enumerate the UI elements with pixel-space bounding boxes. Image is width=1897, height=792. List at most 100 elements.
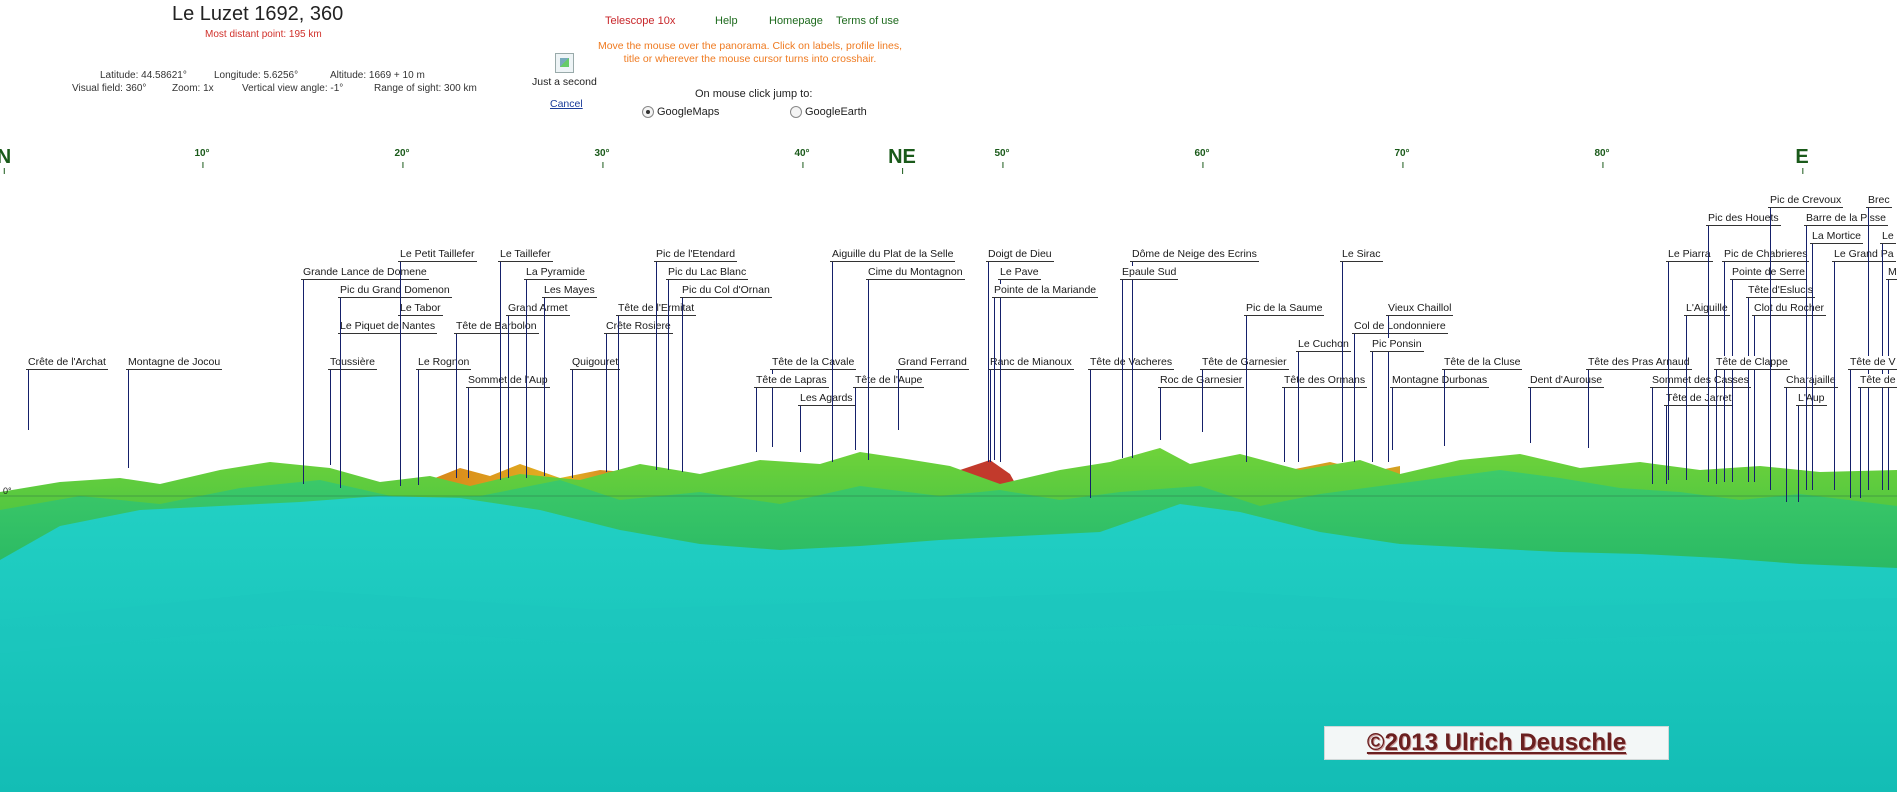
peak-label[interactable]: Pic du Lac Blanc bbox=[666, 266, 749, 280]
peak-pole[interactable] bbox=[855, 388, 856, 450]
peak-label[interactable]: Crête de l'Archat bbox=[26, 356, 108, 370]
peak-pole[interactable] bbox=[400, 262, 401, 480]
peak-pole[interactable] bbox=[1812, 244, 1813, 490]
peak-pole[interactable] bbox=[988, 262, 989, 462]
peak-label[interactable]: Sommet des Casses bbox=[1650, 374, 1751, 388]
peak-label[interactable]: Tête de l'Aupe bbox=[853, 374, 925, 388]
peak-label[interactable]: Tête de V bbox=[1848, 356, 1897, 370]
peak-pole[interactable] bbox=[1686, 316, 1687, 480]
peak-label[interactable]: Montagne de Jocou bbox=[126, 356, 223, 370]
peak-pole[interactable] bbox=[1868, 208, 1869, 490]
peak-pole[interactable] bbox=[1770, 208, 1771, 490]
peak-pole[interactable] bbox=[1716, 370, 1717, 484]
peak-pole[interactable] bbox=[1372, 352, 1373, 462]
panorama-terrain[interactable]: 0° bbox=[0, 440, 1897, 792]
peak-label[interactable]: Le Petit Taillefer bbox=[398, 248, 477, 262]
peak-label[interactable]: Pic de la Saume bbox=[1244, 302, 1325, 316]
peak-pole[interactable] bbox=[418, 370, 419, 485]
peak-label[interactable]: La Pyramide bbox=[524, 266, 587, 280]
peak-pole[interactable] bbox=[1392, 388, 1393, 450]
peak-pole[interactable] bbox=[1732, 280, 1733, 482]
peak-pole[interactable] bbox=[656, 262, 657, 470]
peak-label[interactable]: Dôme de Neige des Ecrins bbox=[1130, 248, 1259, 262]
peak-pole[interactable] bbox=[668, 280, 669, 470]
googleearth-radio[interactable]: GoogleEarth bbox=[790, 106, 867, 118]
peak-label[interactable]: Tête de Garnesier bbox=[1200, 356, 1289, 370]
peak-label[interactable]: Le Grand Pa bbox=[1832, 248, 1896, 262]
peak-label[interactable]: Le Pave bbox=[998, 266, 1041, 280]
peak-pole[interactable] bbox=[303, 280, 304, 484]
peak-pole[interactable] bbox=[1786, 388, 1787, 502]
peak-pole[interactable] bbox=[1724, 262, 1725, 482]
peak-label[interactable]: Pic des Houets bbox=[1706, 212, 1781, 226]
peak-label[interactable]: L'Aup bbox=[1796, 392, 1827, 406]
peak-pole[interactable] bbox=[508, 316, 509, 478]
peak-pole[interactable] bbox=[898, 370, 899, 430]
peak-label[interactable]: Pic de l'Etendard bbox=[654, 248, 738, 262]
peak-label[interactable]: Tête de Jarret bbox=[1664, 392, 1734, 406]
peak-label[interactable]: Pointe de la Mariande bbox=[992, 284, 1099, 298]
googlemaps-radio[interactable]: GoogleMaps bbox=[642, 106, 719, 118]
peak-label[interactable]: Tête des Ormans bbox=[1282, 374, 1368, 388]
peak-label[interactable]: L'Aiguille bbox=[1684, 302, 1730, 316]
peak-label[interactable]: Toussière bbox=[328, 356, 377, 370]
peak-pole[interactable] bbox=[1202, 370, 1203, 432]
peak-label[interactable]: Dent d'Aurouse bbox=[1528, 374, 1605, 388]
peak-label[interactable]: Tête d'Eslucis bbox=[1746, 284, 1816, 298]
peak-pole[interactable] bbox=[756, 388, 757, 452]
peak-pole[interactable] bbox=[618, 316, 619, 470]
peak-label[interactable]: Tête de Clappe bbox=[1714, 356, 1790, 370]
peak-pole[interactable] bbox=[606, 334, 607, 472]
help-link[interactable]: Help bbox=[715, 15, 738, 27]
peak-pole[interactable] bbox=[1122, 280, 1123, 458]
peak-label[interactable]: Col de Londonniere bbox=[1352, 320, 1448, 334]
peak-pole[interactable] bbox=[1298, 352, 1299, 462]
peak-label[interactable]: Pic Ponsin bbox=[1370, 338, 1424, 352]
peak-label[interactable]: Montagne Durbonas bbox=[1390, 374, 1490, 388]
peak-label[interactable]: Le Sirac bbox=[1340, 248, 1383, 262]
peak-pole[interactable] bbox=[1834, 262, 1835, 490]
cancel-link[interactable]: Cancel bbox=[550, 98, 583, 110]
peak-pole[interactable] bbox=[1530, 388, 1531, 443]
peak-pole[interactable] bbox=[500, 262, 501, 480]
peak-label[interactable]: La Mortice bbox=[1810, 230, 1864, 244]
telescope-link[interactable]: Telescope 10x bbox=[605, 15, 676, 27]
peak-pole[interactable] bbox=[1666, 406, 1667, 484]
homepage-link[interactable]: Homepage bbox=[769, 15, 823, 27]
peak-label[interactable]: Le Taillefer bbox=[498, 248, 553, 262]
peak-label[interactable]: Tête de la Cavale bbox=[770, 356, 857, 370]
peak-pole[interactable] bbox=[1850, 370, 1851, 498]
peak-pole[interactable] bbox=[1806, 226, 1807, 490]
peak-pole[interactable] bbox=[1444, 370, 1445, 446]
peak-label[interactable]: Tête de la Cluse bbox=[1442, 356, 1523, 370]
peak-pole[interactable] bbox=[800, 406, 801, 452]
peak-label[interactable]: Les Mayes bbox=[542, 284, 597, 298]
peak-pole[interactable] bbox=[340, 298, 341, 482]
peak-label[interactable]: Grand Ferrand bbox=[896, 356, 969, 370]
peak-label[interactable]: Pic de Crevoux bbox=[1768, 194, 1844, 208]
peak-pole[interactable] bbox=[1798, 406, 1799, 502]
peak-label[interactable]: Quigouret bbox=[570, 356, 621, 370]
peak-label[interactable]: Charajaille bbox=[1784, 374, 1838, 388]
peak-label[interactable]: Pic de Chabrieres bbox=[1722, 248, 1810, 262]
peak-pole[interactable] bbox=[1132, 262, 1133, 458]
peak-label[interactable]: M bbox=[1886, 266, 1897, 280]
peak-label[interactable]: Tête de Barbolon bbox=[454, 320, 539, 334]
peak-label[interactable]: Pointe de Serre bbox=[1730, 266, 1807, 280]
peak-pole[interactable] bbox=[1160, 388, 1161, 440]
peak-label[interactable]: Le Rognon bbox=[416, 356, 472, 370]
peak-pole[interactable] bbox=[1708, 226, 1709, 482]
peak-pole[interactable] bbox=[772, 370, 773, 447]
peak-label[interactable]: Tête de bbox=[1858, 374, 1897, 388]
peak-label[interactable]: Barre de la Pisse bbox=[1804, 212, 1888, 226]
peak-pole[interactable] bbox=[28, 370, 29, 430]
radio-checked-icon[interactable] bbox=[642, 106, 654, 118]
peak-label[interactable]: Tête des Pras Arnaud bbox=[1586, 356, 1692, 370]
peak-label[interactable]: Clot du Rocher bbox=[1752, 302, 1827, 316]
peak-label[interactable]: Aiguille du Plat de la Selle bbox=[830, 248, 956, 262]
peak-label[interactable]: Le bbox=[1880, 230, 1896, 244]
peak-pole[interactable] bbox=[1860, 388, 1861, 498]
peak-label[interactable]: Brec bbox=[1866, 194, 1892, 208]
peak-label[interactable]: Epaule Sud bbox=[1120, 266, 1179, 280]
peak-label[interactable]: Grand Armet bbox=[506, 302, 570, 316]
